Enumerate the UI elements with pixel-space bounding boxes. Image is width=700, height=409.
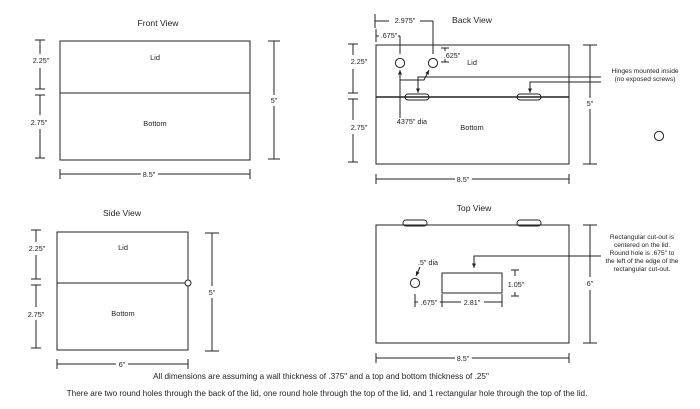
top-width-text: 8.5" [457, 354, 470, 363]
top-cutout-height-dim: 1.05" [508, 269, 525, 297]
side-lid-height-dim: 2.25" [29, 229, 46, 280]
back-hole-2 [427, 57, 439, 69]
front-box [59, 40, 251, 161]
front-view-title: Front View [138, 18, 180, 28]
side-width-text: 6" [119, 360, 126, 369]
side-total-height-dim: 5" [205, 232, 219, 352]
top-rect-cutout [441, 272, 503, 294]
back-hole2-offset-text: 2.975" [395, 16, 416, 25]
side-lid-height-text: 2.25" [29, 244, 46, 253]
top-box [375, 224, 570, 344]
back-lid-height-text: 2.25" [351, 57, 368, 66]
front-lid-label: Lid [150, 53, 160, 62]
top-note-line2: centered on the lid. [614, 242, 670, 249]
top-hole-offset-dim: .675" [414, 294, 503, 307]
top-note-line5: rectangular cut-out. [614, 266, 671, 273]
hinge-note-line1: Hinges mounted inside [611, 68, 678, 75]
back-hole-dia-text: 4375" dia [397, 117, 427, 126]
side-box [56, 231, 189, 351]
back-box [375, 44, 570, 165]
side-total-height-text: 5" [209, 288, 216, 297]
top-round-hole [409, 277, 421, 289]
top-hinge-left [402, 219, 428, 227]
back-hinge-callout: Hinges mounted inside (no exposed screws… [416, 68, 679, 93]
top-hole-dia-text: .5" dia [418, 258, 438, 267]
top-cutout-width-text: 2.81" [464, 298, 481, 307]
back-total-height-text: 5" [587, 99, 594, 108]
top-depth-text: 6" [587, 279, 594, 288]
side-view: Side View Lid Bottom 2.25" 2.75" [28, 208, 219, 369]
front-lid-height-dim: 2.25" [33, 39, 50, 90]
back-view-title: Back View [452, 15, 493, 25]
back-lid-height-dim: 2.25" [348, 43, 368, 94]
top-cutout-leader [472, 255, 601, 268]
back-width-text: 8.5" [457, 175, 470, 184]
front-width-text: 8.5" [143, 170, 156, 179]
top-view-title: Top View [457, 203, 493, 213]
back-hole-1 [394, 57, 406, 69]
top-hinge-right [516, 219, 542, 227]
top-cutout-width-dim: 2.81" [442, 298, 502, 307]
side-width-dim: 6" [56, 359, 189, 369]
back-hinge-right [516, 93, 542, 101]
front-bottom-label: Bottom [143, 119, 166, 128]
footer-note-thickness: All dimensions are assuming a wall thick… [153, 372, 489, 381]
back-hinge-left [404, 93, 430, 101]
top-depth-dim: 6" [583, 224, 597, 344]
side-bottom-label: Bottom [111, 309, 134, 318]
back-lid-label: Lid [467, 58, 477, 67]
side-view-title: Side View [103, 208, 142, 218]
stray-hole-symbol [653, 130, 665, 142]
side-bottom-height-text: 2.75" [28, 310, 45, 319]
front-view: Front View Lid Bottom 2.25" 2.75" [31, 18, 280, 179]
back-view: Back View Lid Bottom 2.975" [348, 14, 679, 184]
side-lid-label: Lid [118, 243, 128, 252]
front-total-height-dim: 5" [268, 40, 280, 160]
back-hole1-offset-dim: .675" [375, 29, 401, 54]
front-total-height-text: 5" [271, 96, 278, 105]
top-width-dim: 8.5" [375, 353, 570, 363]
top-cutout-note: Rectangular cut-out is centered on the l… [606, 234, 679, 273]
back-hole2-offset-dim: 2.975" [374, 14, 434, 54]
back-bottom-height-text: 2.75" [351, 123, 368, 132]
footer-note-holes: There are two round holes through the ba… [67, 389, 588, 398]
top-hole-dia-leader [415, 266, 421, 277]
top-cutout-height-text: 1.05" [508, 280, 525, 289]
hinge-note-line2: (no exposed screws) [615, 76, 676, 83]
back-hole-height-dim: .625" [441, 47, 461, 63]
front-width-dim: 8.5" [59, 169, 251, 179]
top-hole-offset-text: .675" [421, 298, 438, 307]
back-bottom-height-dim: 2.75" [348, 98, 368, 163]
back-width-dim: 8.5" [375, 174, 570, 184]
back-hole-dia-leader: 4375" dia [397, 69, 430, 126]
back-hole-height-text: .625" [444, 51, 461, 60]
top-view: Top View .5" dia .675" 2.81" [375, 203, 679, 363]
back-total-height-dim: 5" [583, 44, 597, 165]
top-note-line4: the left of the edge of the [606, 258, 679, 265]
front-bottom-height-dim: 2.75" [31, 94, 48, 159]
side-bottom-height-dim: 2.75" [28, 284, 45, 349]
back-bottom-label: Bottom [460, 123, 483, 132]
side-hinge-pin [184, 279, 192, 287]
back-hole1-offset-text: .675" [381, 31, 398, 40]
top-note-line1: Rectangular cut-out is [610, 234, 675, 241]
front-bottom-height-text: 2.75" [31, 118, 48, 127]
top-note-line3: Round hole is .675" to [610, 250, 675, 257]
front-lid-height-text: 2.25" [33, 56, 50, 65]
